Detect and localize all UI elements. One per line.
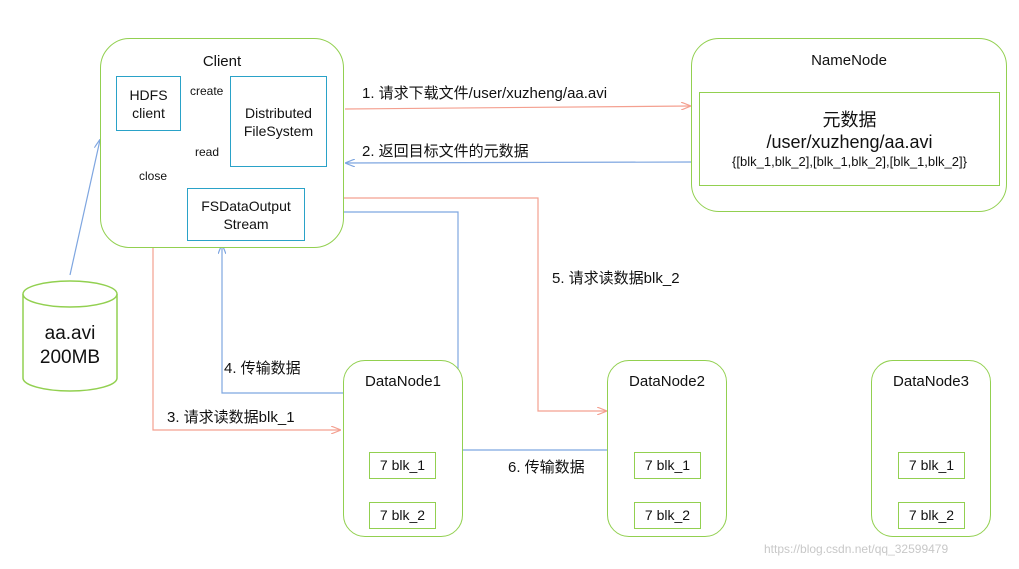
- step3-label: 3. 请求读数据blk_1: [167, 409, 295, 426]
- datanode1-block2: 7 blk_2: [369, 502, 436, 529]
- datanode3-title: DataNode3: [893, 373, 969, 390]
- arrow-step4: [222, 245, 343, 394]
- label-close: close: [139, 169, 168, 183]
- step2-label: 2. 返回目标文件的元数据: [362, 143, 529, 160]
- hdfs-client-box: HDFS client: [116, 76, 181, 131]
- datanode2-block1: 7 blk_1: [634, 452, 701, 479]
- datanode3-block2: 7 blk_2: [898, 502, 965, 529]
- dfs-line1: Distributed: [245, 104, 312, 121]
- arrow-step1: [344, 106, 690, 109]
- arrow-file-to-client: [69, 140, 100, 276]
- datanode1-title: DataNode1: [365, 373, 441, 390]
- metadata-blocks: {[blk_1,blk_2],[blk_1,blk_2],[blk_1,blk_…: [732, 154, 967, 169]
- arrow-step3: [152, 248, 340, 430]
- metadata-path: /user/xuzheng/aa.avi: [766, 132, 933, 152]
- hdfs-client-line2: client: [132, 104, 165, 121]
- namenode-metadata-box: 元数据 /user/xuzheng/aa.avi {[blk_1,blk_2],…: [699, 92, 1000, 186]
- file-size: 200MB: [39, 347, 101, 368]
- step4-label: 4. 传输数据: [224, 360, 301, 377]
- client-title: Client: [202, 53, 242, 70]
- step6-label: 6. 传输数据: [508, 459, 585, 476]
- file-cylinder-icon: [22, 280, 118, 392]
- file-label: aa.avi 200MB: [23, 322, 117, 370]
- arrow-step2: [346, 162, 693, 163]
- hdfs-client-line1: HDFS: [129, 86, 168, 103]
- watermark: https://blog.csdn.net/qq_32599479: [764, 542, 949, 556]
- datanode3-block1: 7 blk_1: [898, 452, 965, 479]
- arrow-step6: [306, 212, 607, 451]
- file-name: aa.avi: [44, 323, 96, 344]
- label-create: create: [190, 84, 224, 98]
- step1-label: 1. 请求下载文件/user/xuzheng/aa.avi: [362, 85, 608, 102]
- datanode1-block1: 7 blk_1: [369, 452, 436, 479]
- step5-label: 5. 请求读数据blk_2: [552, 270, 680, 287]
- datanode2-block2: 7 blk_2: [634, 502, 701, 529]
- namenode-title: NameNode: [811, 52, 887, 69]
- arrow-step5: [343, 197, 606, 411]
- metadata-title: 元数据: [822, 110, 877, 130]
- label-read: read: [195, 145, 220, 159]
- fsdos-line1: FSDataOutput: [201, 197, 291, 214]
- dfs-line2: FileSystem: [243, 122, 314, 139]
- datanode2-title: DataNode2: [629, 373, 705, 390]
- distributed-filesystem-box: Distributed FileSystem: [230, 76, 327, 167]
- fsdataoutputstream-box: FSDataOutput Stream: [187, 188, 305, 241]
- fsdos-line2: Stream: [223, 215, 269, 232]
